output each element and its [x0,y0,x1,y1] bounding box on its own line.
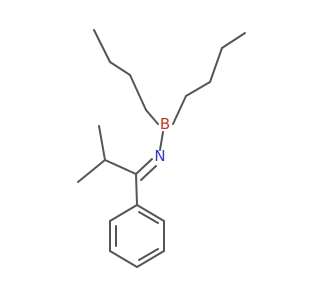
bond [136,250,165,268]
imine-double-bond [135,158,157,181]
nitrogen-label: N [154,147,165,165]
bond [145,109,159,125]
bond [104,159,137,175]
boron-label: B [160,115,170,133]
phenyl-ring [109,204,165,268]
butyl-chain-left [93,29,159,125]
isopropyl-group [77,125,137,183]
bond [209,47,223,83]
bond [109,250,138,268]
bond [172,95,187,125]
bond [135,158,153,175]
bond [140,165,157,181]
bond [135,173,138,206]
bond [93,29,111,63]
bond [77,159,106,183]
bond [138,211,159,224]
atom-boron: B [160,115,170,133]
bond [98,125,106,161]
bond [185,81,211,97]
bond [221,32,246,49]
bond [109,204,138,222]
atom-nitrogen: N [154,147,165,165]
bond [136,204,165,222]
molecule-structure: B N [77,29,246,268]
butyl-chain-right [172,32,246,125]
bond [109,61,131,76]
bond-boron-nitrogen [159,131,164,151]
bond [138,248,159,261]
bond [129,74,147,111]
